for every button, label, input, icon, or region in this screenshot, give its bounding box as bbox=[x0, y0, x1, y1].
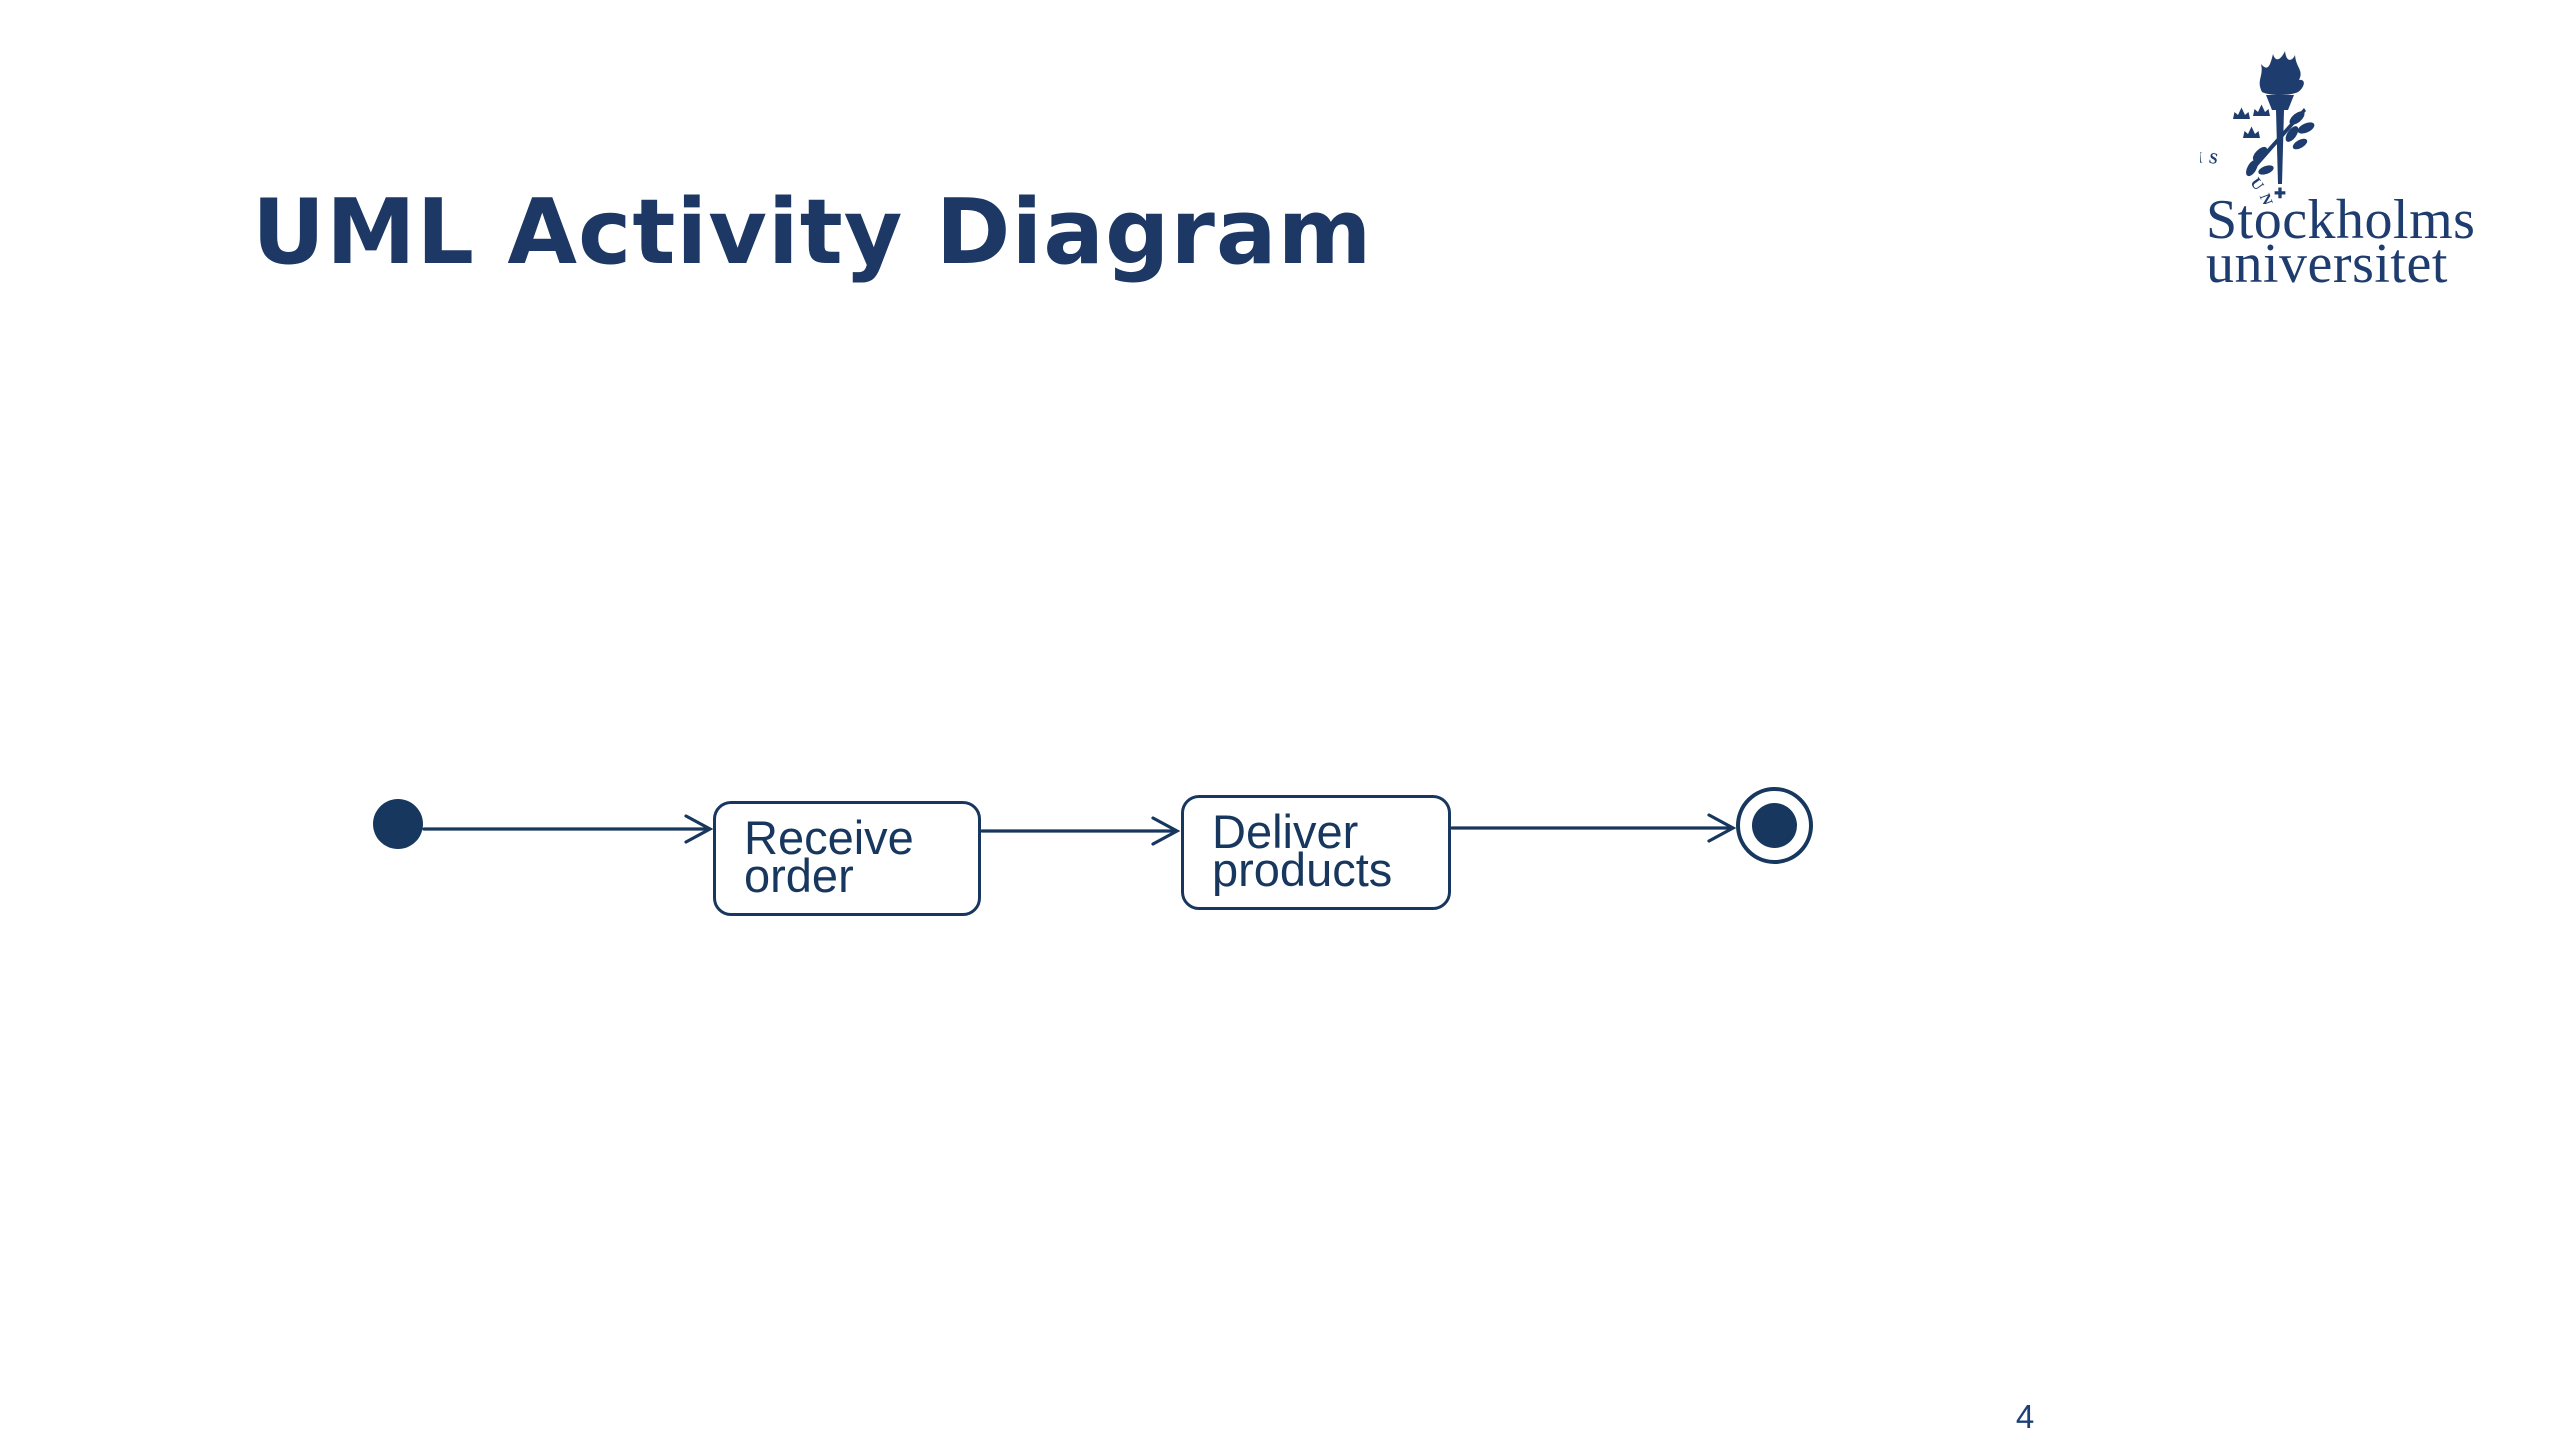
action-label-line: order bbox=[744, 848, 854, 902]
arrowhead-icon bbox=[1707, 813, 1737, 843]
final-node bbox=[1736, 787, 1813, 864]
wordmark-line2: universitet bbox=[2206, 233, 2448, 295]
action-label-line: products bbox=[1212, 842, 1393, 896]
action-label-line: Receive bbox=[744, 810, 914, 864]
action-label-line: Deliver bbox=[1212, 804, 1359, 858]
torch-icon bbox=[2246, 51, 2315, 184]
initial-node bbox=[373, 799, 423, 849]
wordmark-line1: Stockholms bbox=[2206, 189, 2476, 251]
slide-title: UML Activity Diagram bbox=[252, 180, 1373, 285]
arrowhead-icon bbox=[684, 814, 714, 844]
edge-start-to-action1 bbox=[422, 814, 714, 844]
seal-bottom-mark: ✚ bbox=[2274, 187, 2286, 202]
edge-action1-to-action2 bbox=[980, 816, 1181, 846]
edge-action2-to-end bbox=[1450, 813, 1737, 843]
university-seal-icon: UNIVERSITET ✶ STOCKHOLMS ✚ bbox=[2200, 51, 2315, 204]
action-node-deliver-products: Deliver products bbox=[1181, 795, 1451, 910]
flow-arrows bbox=[422, 813, 1737, 846]
final-node-inner-dot bbox=[1752, 803, 1797, 848]
page-number: 4 bbox=[2015, 1398, 2035, 1435]
action-node-receive-order: Receive order bbox=[713, 801, 981, 916]
university-logo: UNIVERSITET ✶ STOCKHOLMS ✚ bbox=[2200, 46, 2530, 292]
university-wordmark: Stockholms universitet bbox=[2206, 189, 2476, 295]
arrowhead-icon bbox=[1151, 816, 1181, 846]
